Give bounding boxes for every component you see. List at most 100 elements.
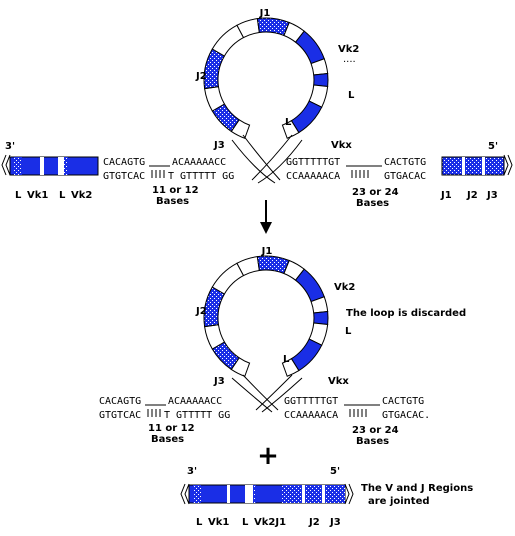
top-right-label-j3: J3 <box>486 190 498 201</box>
bottom-loop-label-j1: J1 <box>261 246 273 257</box>
result-note-line1: The V and J Regions <box>361 483 473 494</box>
top-right-gap-1 <box>462 157 465 175</box>
bottom-seq-left-bars <box>147 409 161 417</box>
result-gap-3 <box>302 485 305 503</box>
top-right-cut-1 <box>503 154 509 176</box>
top-left-label-l2: L <box>59 190 66 201</box>
top-loop-label-l-inner: L <box>285 117 292 128</box>
top-left-block <box>9 156 99 176</box>
result-cut-left-2 <box>184 483 190 505</box>
top-loop-strand-3 <box>231 139 276 184</box>
bottom-loop-label-l-right: L <box>345 326 352 337</box>
result-left-end: 3' <box>187 466 197 477</box>
bottom-seq-right-bars <box>349 409 367 417</box>
top-loop-label-l-right: L <box>348 90 355 101</box>
result-cut-right-2 <box>348 483 354 505</box>
result-cut-right-1 <box>344 483 350 505</box>
top-loop-strand-4 <box>257 139 303 184</box>
result-gap-2 <box>245 485 253 503</box>
top-seq-right-top: GGTTTTTGT <box>286 157 340 168</box>
bottom-seq-right-bot2: GTGACAC. <box>382 410 430 421</box>
top-seq-left-top: CACAGTG <box>103 157 145 168</box>
top-left-l1 <box>14 157 22 175</box>
bottom-loop-label-vk2: Vk2 <box>334 282 355 293</box>
top-loop-label-vk2-dots: .... <box>343 54 356 65</box>
bottom-seq-right-mid: CACTGTG <box>382 396 424 407</box>
bottom-spacer-right-2: Bases <box>356 436 389 447</box>
ring-j1 <box>256 255 290 275</box>
down-arrow-icon <box>260 200 272 234</box>
top-left-cut-2 <box>5 154 11 176</box>
bottom-seq-left-bot: GTGTCAC <box>99 410 141 421</box>
top-right-label-j2: J2 <box>466 190 478 201</box>
bottom-loop-strand-4 <box>261 377 303 413</box>
result-label-l1: L <box>196 517 203 528</box>
ring-l <box>313 72 329 88</box>
plus-sign-icon: + <box>257 441 279 471</box>
top-right-segment <box>441 154 513 176</box>
top-loop-label-j3: J3 <box>213 140 225 151</box>
result-label-vk2j1: Vk2J1 <box>254 517 286 528</box>
bottom-seq-left-bot2: T GTTTTT GG <box>164 410 230 421</box>
top-loop-label-vkx: Vkx <box>331 140 352 151</box>
bottom-loop-label-j3: J3 <box>213 376 225 387</box>
top-left-label-vk1: Vk1 <box>27 190 48 201</box>
top-right-gap-2 <box>482 157 485 175</box>
ring-j2 <box>203 48 226 90</box>
result-label-l2: L <box>242 517 249 528</box>
top-loop-ring <box>203 17 329 139</box>
bottom-discard-text: The loop is discarded <box>346 308 466 319</box>
result-label-vk1: Vk1 <box>208 517 229 528</box>
result-segment <box>180 483 354 505</box>
top-spacer-right-1: 23 or 24 <box>352 187 399 198</box>
ring-l <box>313 310 329 326</box>
result-right-end: 5' <box>330 466 340 477</box>
bottom-loop-ring <box>203 255 329 377</box>
top-left-gap-1 <box>40 157 44 175</box>
ring-j1 <box>256 17 290 37</box>
top-loop-label-j1: J1 <box>259 8 271 19</box>
top-seq-right-bars <box>351 170 369 178</box>
bottom-loop <box>203 255 329 413</box>
top-spacer-left-2: Bases <box>156 196 189 207</box>
ring-gap <box>211 24 245 57</box>
bottom-spacer-left-2: Bases <box>151 434 184 445</box>
bottom-seq-left-mid: ACAAAAACC <box>168 396 222 407</box>
top-loop-label-j2: J2 <box>195 71 207 82</box>
ring-vk2 <box>294 268 325 303</box>
result-gap-1 <box>227 485 230 503</box>
top-right-label-j1: J1 <box>440 190 452 201</box>
top-spacer-left-1: 11 or 12 <box>152 185 199 196</box>
top-right-end: 5' <box>488 141 498 152</box>
top-left-l2 <box>64 157 68 175</box>
bottom-spacer-right-1: 23 or 24 <box>352 425 399 436</box>
result-j-region <box>282 485 345 503</box>
ring-vk2 <box>294 30 325 65</box>
result-l2 <box>253 485 256 503</box>
ring-j2 <box>203 286 226 328</box>
result-cut-left-1 <box>180 483 186 505</box>
ring-gap <box>281 358 300 377</box>
top-left-segment <box>1 154 99 176</box>
bottom-loop-label-l-inner: L <box>283 354 290 365</box>
result-gap-4 <box>322 485 325 503</box>
top-loop-strand-2 <box>251 134 293 181</box>
bottom-spacer-left-1: 11 or 12 <box>148 423 195 434</box>
ring-gap <box>281 120 300 139</box>
top-left-cut-1 <box>1 154 7 176</box>
result-label-j3: J3 <box>329 517 341 528</box>
top-loop-label-vk2: Vk2 <box>338 44 359 55</box>
top-seq-left-bot2: T GTTTTT GG <box>168 171 234 182</box>
bottom-seq-right-bot: CCAAAAACA <box>284 410 338 421</box>
result-note-line2: are jointed <box>368 496 430 507</box>
top-seq-left-bars <box>151 170 165 178</box>
top-seq-right-bot2: GTGACAC <box>384 171 426 182</box>
top-left-gap-2 <box>58 157 64 175</box>
bottom-loop-strand-3 <box>231 377 273 413</box>
top-seq-right-mid: CACTGTG <box>384 157 426 168</box>
result-label-j2: J2 <box>308 517 320 528</box>
ring-gap <box>211 262 245 295</box>
top-right-cut-2 <box>507 154 513 176</box>
